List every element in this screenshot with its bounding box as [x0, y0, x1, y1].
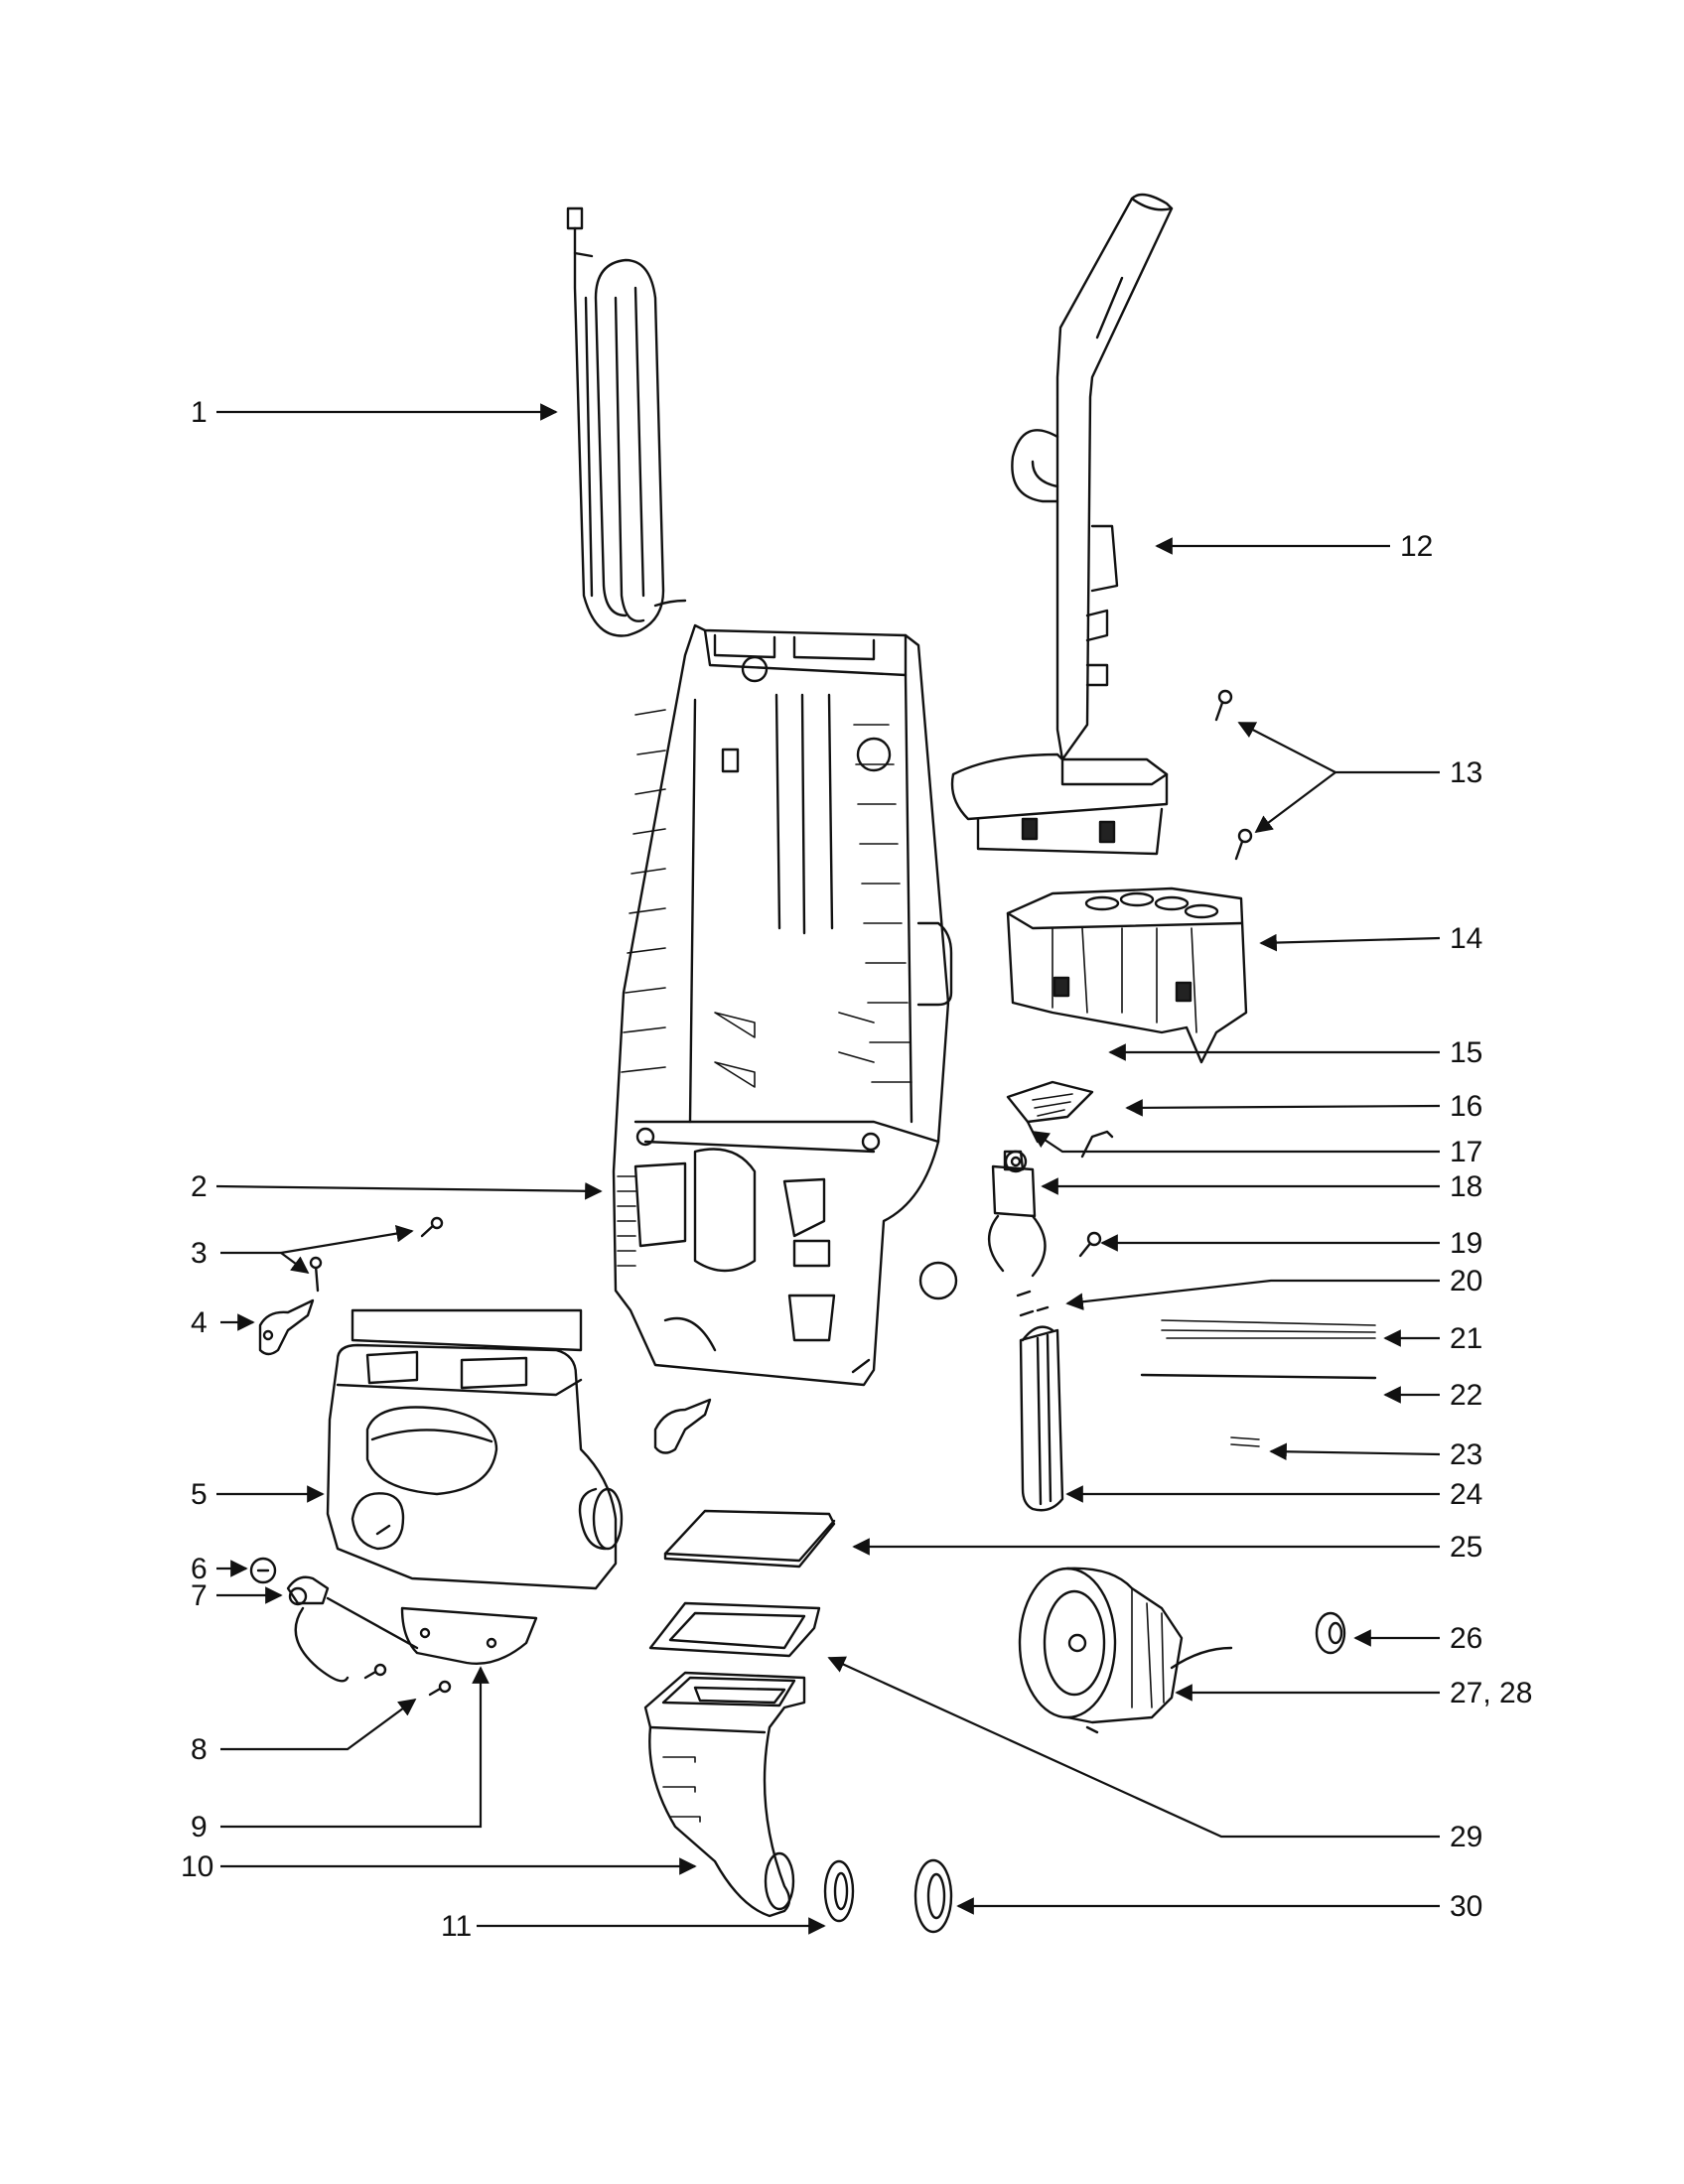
part-25-filter — [663, 1509, 836, 1569]
label-part-16: 16 — [1450, 1090, 1482, 1123]
part-7-lamp-socket — [286, 1575, 419, 1683]
label-part-4: 4 — [191, 1306, 208, 1339]
label-part-29: 29 — [1450, 1821, 1482, 1853]
label-part-5: 5 — [191, 1478, 208, 1511]
part-18-switch — [987, 1150, 1047, 1278]
part-8-screws — [363, 1663, 452, 1697]
label-part-20: 20 — [1450, 1265, 1482, 1297]
part-26-grommet — [1315, 1611, 1346, 1655]
part-2-main-housing — [612, 623, 958, 1387]
label-part-30: 30 — [1450, 1890, 1482, 1923]
part-22-wire — [1140, 1373, 1377, 1380]
part-9-lens-cover — [400, 1606, 538, 1665]
label-part-23: 23 — [1450, 1438, 1482, 1471]
label-part-11: 11 — [441, 1910, 472, 1943]
label-part-15: 15 — [1450, 1036, 1482, 1069]
label-part-14: 14 — [1450, 922, 1482, 955]
label-part-8: 8 — [191, 1733, 208, 1766]
part-5-front-cover — [326, 1308, 624, 1590]
part-number-labels: 1 2 3 4 5 6 7 8 9 10 11 12 13 14 15 16 1… — [181, 396, 1532, 1943]
part-12-handle — [950, 193, 1174, 856]
part-16-spring-clip — [1080, 1130, 1114, 1159]
label-part-21: 21 — [1450, 1322, 1482, 1355]
part-30-gasket — [913, 1858, 953, 1934]
label-part-10: 10 — [181, 1850, 213, 1883]
label-part-26: 26 — [1450, 1622, 1482, 1655]
part-27-28-motor — [1018, 1567, 1233, 1734]
part-24-bar — [1019, 1325, 1064, 1512]
part-15-filter-door — [1006, 1080, 1094, 1144]
label-part-24: 24 — [1450, 1478, 1482, 1511]
part-19-screw — [1078, 1231, 1102, 1258]
label-part-22: 22 — [1450, 1379, 1482, 1412]
part-4-bracket — [258, 1298, 315, 1356]
label-part-7: 7 — [191, 1579, 208, 1612]
label-part-6: 6 — [191, 1553, 208, 1585]
part-11-gasket — [823, 1859, 855, 1923]
label-part-12: 12 — [1400, 530, 1433, 563]
label-part-2: 2 — [191, 1170, 208, 1203]
label-part-1: 1 — [191, 396, 208, 429]
part-6-cap — [249, 1557, 277, 1584]
part-20-connectors — [1016, 1290, 1050, 1317]
part-10-dirt-cup — [643, 1671, 806, 1918]
label-part-27-28: 27, 28 — [1450, 1677, 1532, 1709]
part-3-screws — [309, 1216, 444, 1293]
label-part-9: 9 — [191, 1811, 208, 1843]
label-part-19: 19 — [1450, 1227, 1482, 1260]
part-21-wire-pair — [1161, 1319, 1376, 1339]
part-23-short-wire — [1230, 1436, 1260, 1447]
part-13-screws — [1214, 689, 1253, 861]
part-1-power-cord — [566, 206, 687, 637]
label-part-25: 25 — [1450, 1531, 1482, 1564]
part-29-filter-frame — [648, 1601, 821, 1658]
leader-lines — [215, 403, 1441, 1935]
part-clip-near-housing — [653, 1398, 712, 1454]
label-part-3: 3 — [191, 1237, 208, 1270]
label-part-17: 17 — [1450, 1136, 1482, 1168]
label-part-18: 18 — [1450, 1170, 1482, 1203]
part-14-rear-panel — [1006, 887, 1248, 1064]
label-part-13: 13 — [1450, 756, 1482, 789]
